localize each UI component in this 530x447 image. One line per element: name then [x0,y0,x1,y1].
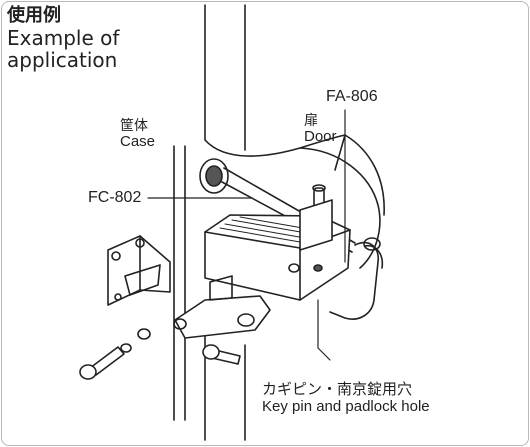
key-pin [299,184,333,272]
leader-lines [147,109,346,361]
screw-left [79,328,151,380]
label-case-jp: 筐体 [120,117,148,133]
bracket-arm [107,235,271,339]
title-english-line1: Example of [7,26,120,50]
screw-right [202,344,241,365]
title-english-line2: application [7,48,118,72]
label-part-fa-806: FA-806 [326,88,378,105]
label-hole-en: Key pin and padlock hole [262,398,430,415]
title-block: 使用例 Example of application [7,5,119,71]
title-japanese: 使用例 [7,5,61,26]
case-panel [173,145,186,421]
label-hole-jp: カギピン・南京錠用穴 [262,381,413,398]
label-door-jp: 扉 [304,112,318,128]
door-curve [299,134,385,269]
handle-fa-806 [329,237,384,320]
label-part-fc-802: FC-802 [88,189,142,206]
door-panel [204,4,346,441]
label-door-en: Door [304,128,337,145]
label-case-en: Case [120,133,156,150]
